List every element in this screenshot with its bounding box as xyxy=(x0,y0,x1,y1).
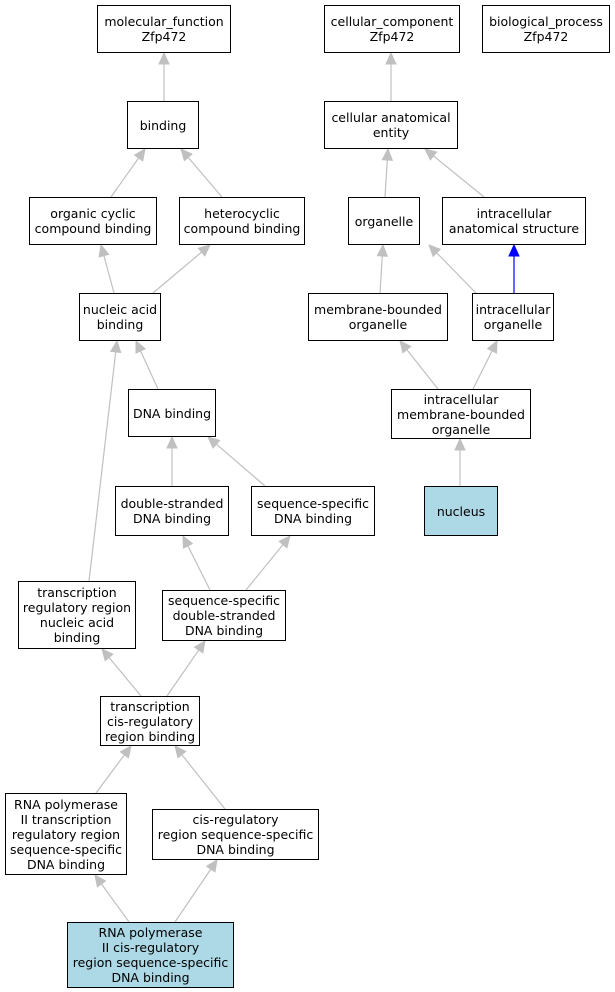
edge-arrowhead xyxy=(205,858,218,873)
node-cellular-anatomical-entity[interactable]: cellular anatomical entity xyxy=(324,101,458,149)
node-organelle[interactable]: organelle xyxy=(348,197,420,245)
edge-line xyxy=(103,255,115,294)
node-heterocyclic-compound-binding[interactable]: heterocyclic compound binding xyxy=(179,197,305,245)
edge-arrowhead xyxy=(278,535,291,549)
node-label: biological_process Zfp472 xyxy=(489,14,603,44)
node-label: sequence-specific DNA binding xyxy=(257,496,369,526)
edge-line xyxy=(95,754,125,794)
node-rna-polymerase-ii-transcription-regulatory-region[interactable]: RNA polymerase II transcription regulato… xyxy=(5,793,127,875)
edge-arrowhead xyxy=(135,339,147,354)
node-label: intracellular membrane-bounded organelle xyxy=(397,391,525,437)
edge-arrowhead xyxy=(180,148,193,162)
edge-arrowhead xyxy=(486,339,498,354)
node-intracellular-membrane-bounded-organelle[interactable]: intracellular membrane-bounded organelle xyxy=(391,389,531,439)
edge-line xyxy=(152,251,202,294)
edge-line xyxy=(245,544,284,591)
node-nucleus[interactable]: nucleus xyxy=(424,486,498,536)
node-sequence-specific-double-stranded-dna-binding[interactable]: sequence-specific double-stranded DNA bi… xyxy=(162,590,286,641)
node-transcription-cis-regulatory-region-binding[interactable]: transcription cis-regulatory region bind… xyxy=(100,696,200,746)
node-label: organelle xyxy=(354,213,414,229)
edge-arrowhead xyxy=(197,244,211,257)
edge-arrowhead xyxy=(166,435,178,449)
node-label: organic cyclic compound binding xyxy=(34,206,152,236)
node-label: RNA polymerase II cis-regulatory region … xyxy=(72,925,229,985)
edge-arrowhead xyxy=(98,243,110,258)
edge-arrowhead xyxy=(94,874,107,888)
edge-arrowhead xyxy=(376,243,389,257)
node-molecular-function[interactable]: molecular_function Zfp472 xyxy=(97,5,231,53)
node-label: membrane-bounded organelle xyxy=(314,302,442,332)
edge-line xyxy=(215,443,266,487)
edge-line xyxy=(108,657,142,697)
edge-arrowhead xyxy=(174,745,187,759)
edge-arrowhead xyxy=(454,437,466,451)
edge-arrowhead xyxy=(399,340,412,354)
edge-arrowhead xyxy=(101,648,114,662)
node-label: heterocyclic compound binding xyxy=(183,206,301,236)
edge-line xyxy=(384,159,388,198)
node-binding[interactable]: binding xyxy=(127,101,199,149)
node-cis-regulatory-region-sequence-specific-dna-binding[interactable]: cis-regulatory region sequence-specific … xyxy=(152,809,319,860)
edge-line xyxy=(100,883,130,923)
edge-arrowhead xyxy=(508,243,520,257)
edge-line xyxy=(166,649,200,697)
edge-line xyxy=(406,349,439,390)
node-cellular-component[interactable]: cellular_component Zfp472 xyxy=(324,5,460,53)
node-intracellular-anatomical-structure[interactable]: intracellular anatomical structure xyxy=(442,197,586,245)
node-nucleic-acid-binding[interactable]: nucleic acid binding xyxy=(79,293,161,341)
edge-arrowhead xyxy=(385,51,397,65)
node-label: binding xyxy=(139,117,187,133)
node-dna-binding[interactable]: DNA binding xyxy=(128,389,216,437)
edge-arrowhead xyxy=(193,640,206,654)
edge-line xyxy=(181,754,226,810)
node-intracellular-organelle[interactable]: intracellular organelle xyxy=(472,293,554,341)
edge-arrowhead xyxy=(207,436,221,449)
node-label: DNA binding xyxy=(132,405,212,421)
edge-arrowhead xyxy=(119,745,132,759)
edge-line xyxy=(174,868,212,923)
edge-line xyxy=(436,252,477,294)
node-label: cis-regulatory region sequence-specific … xyxy=(157,812,314,857)
node-biological-process[interactable]: biological_process Zfp472 xyxy=(482,5,610,53)
edge-line xyxy=(187,156,223,198)
node-organic-cyclic-compound-binding[interactable]: organic cyclic compound binding xyxy=(29,197,157,245)
edge-line xyxy=(379,255,383,294)
node-label: RNA polymerase II transcription regulato… xyxy=(10,796,122,872)
node-label: double-stranded DNA binding xyxy=(120,496,224,526)
node-transcription-regulatory-region-nucleic-acid-binding[interactable]: transcription regulatory region nucleic … xyxy=(18,581,136,649)
node-label: intracellular anatomical structure xyxy=(448,206,580,236)
node-label: sequence-specific double-stranded DNA bi… xyxy=(168,593,280,638)
node-double-stranded-dna-binding[interactable]: double-stranded DNA binding xyxy=(115,486,229,536)
node-sequence-specific-dna-binding[interactable]: sequence-specific DNA binding xyxy=(251,486,375,536)
node-label: transcription regulatory region nucleic … xyxy=(22,585,132,645)
edge-line xyxy=(140,350,159,390)
node-label: cellular anatomical entity xyxy=(331,110,451,140)
edge-arrowhead xyxy=(133,148,146,162)
edge-arrowhead xyxy=(424,148,438,161)
node-label: molecular_function Zfp472 xyxy=(104,14,224,44)
node-rna-polymerase-ii-cis-regulatory-region[interactable]: RNA polymerase II cis-regulatory region … xyxy=(67,922,234,988)
node-label: intracellular organelle xyxy=(475,302,551,332)
edge-line xyxy=(110,157,140,198)
edge-line xyxy=(472,350,493,390)
edge-arrowhead xyxy=(182,534,194,549)
edge-arrowhead xyxy=(158,51,170,65)
node-label: nucleic acid binding xyxy=(82,302,158,332)
node-label: nucleus xyxy=(436,503,486,519)
node-label: transcription cis-regulatory region bind… xyxy=(104,698,196,744)
edge-line xyxy=(187,545,211,591)
node-membrane-bounded-organelle[interactable]: membrane-bounded organelle xyxy=(308,293,448,341)
edge-line xyxy=(88,351,117,582)
edge-arrowhead xyxy=(428,244,442,258)
edge-arrowhead xyxy=(109,339,122,354)
edge-arrowhead xyxy=(381,147,394,161)
edge-line xyxy=(433,155,485,198)
node-label: cellular_component Zfp472 xyxy=(330,14,454,44)
